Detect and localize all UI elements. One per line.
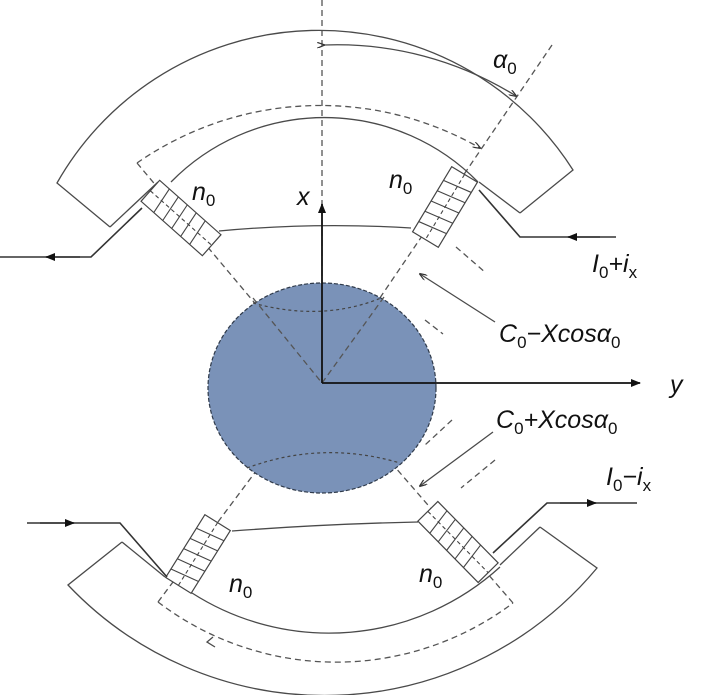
rotor-bottom-gap-arc [246, 452, 401, 469]
alpha-angle-arc [324, 45, 516, 96]
coil-bottom-right [417, 500, 499, 584]
top-gap-line-outer [455, 246, 487, 274]
top-stator-right-edge [478, 181, 521, 214]
turns-label-bottom-right: n0 [419, 560, 442, 592]
top-gap-pointer [420, 274, 496, 323]
alpha-label: α0 [493, 46, 517, 78]
rotor-left-dashed-line [252, 297, 323, 384]
bottom-gap-pointer [420, 431, 494, 486]
bottom-flux-arrow [205, 636, 216, 648]
bottom-right-lead-wire [492, 502, 637, 554]
top-left-pole-line [136, 162, 323, 384]
coil-bottom-left [164, 513, 232, 595]
bottom-left-lead-wire [27, 522, 168, 578]
bottom-pole-face [231, 521, 419, 532]
coil-top-right [411, 165, 479, 249]
top-stator-left-edge [109, 181, 159, 228]
top-stator-outer [56, 29, 574, 228]
coil-top-left [140, 179, 222, 257]
y-axis-label: y [668, 371, 684, 399]
bottom-gap-line-inner [460, 459, 496, 489]
bottom-stator-left-edge [121, 541, 166, 578]
bottom-stator-inner [191, 566, 501, 634]
rotor-top-gap-arc [252, 297, 382, 312]
turns-label-top-right: n0 [389, 166, 412, 198]
x-axis-label: x [296, 183, 311, 211]
bottom-gap-line-outer [424, 419, 453, 446]
gap-label-top: C0−Xcosα0 [499, 320, 620, 352]
top-stator-inner [170, 116, 479, 183]
gap-label-bottom: C0+Xcosα0 [496, 406, 617, 438]
turns-label-top-left: n0 [192, 178, 215, 210]
bottom-stator-outer [67, 526, 598, 695]
current-label-bottom: I0−ix [606, 463, 652, 495]
current-label-top: I0+ix [592, 250, 638, 282]
top-flux-path [136, 104, 480, 164]
top-pole-face [218, 224, 412, 232]
rotor-right-dashed-line [321, 296, 385, 384]
turns-label-bottom-left: n0 [229, 570, 252, 602]
rotor [207, 282, 437, 494]
top-left-lead-wire [0, 207, 143, 258]
top-gap-line-inner [424, 319, 444, 335]
bottom-flux-path [157, 601, 514, 663]
bottom-stator-right-edge [499, 526, 541, 566]
